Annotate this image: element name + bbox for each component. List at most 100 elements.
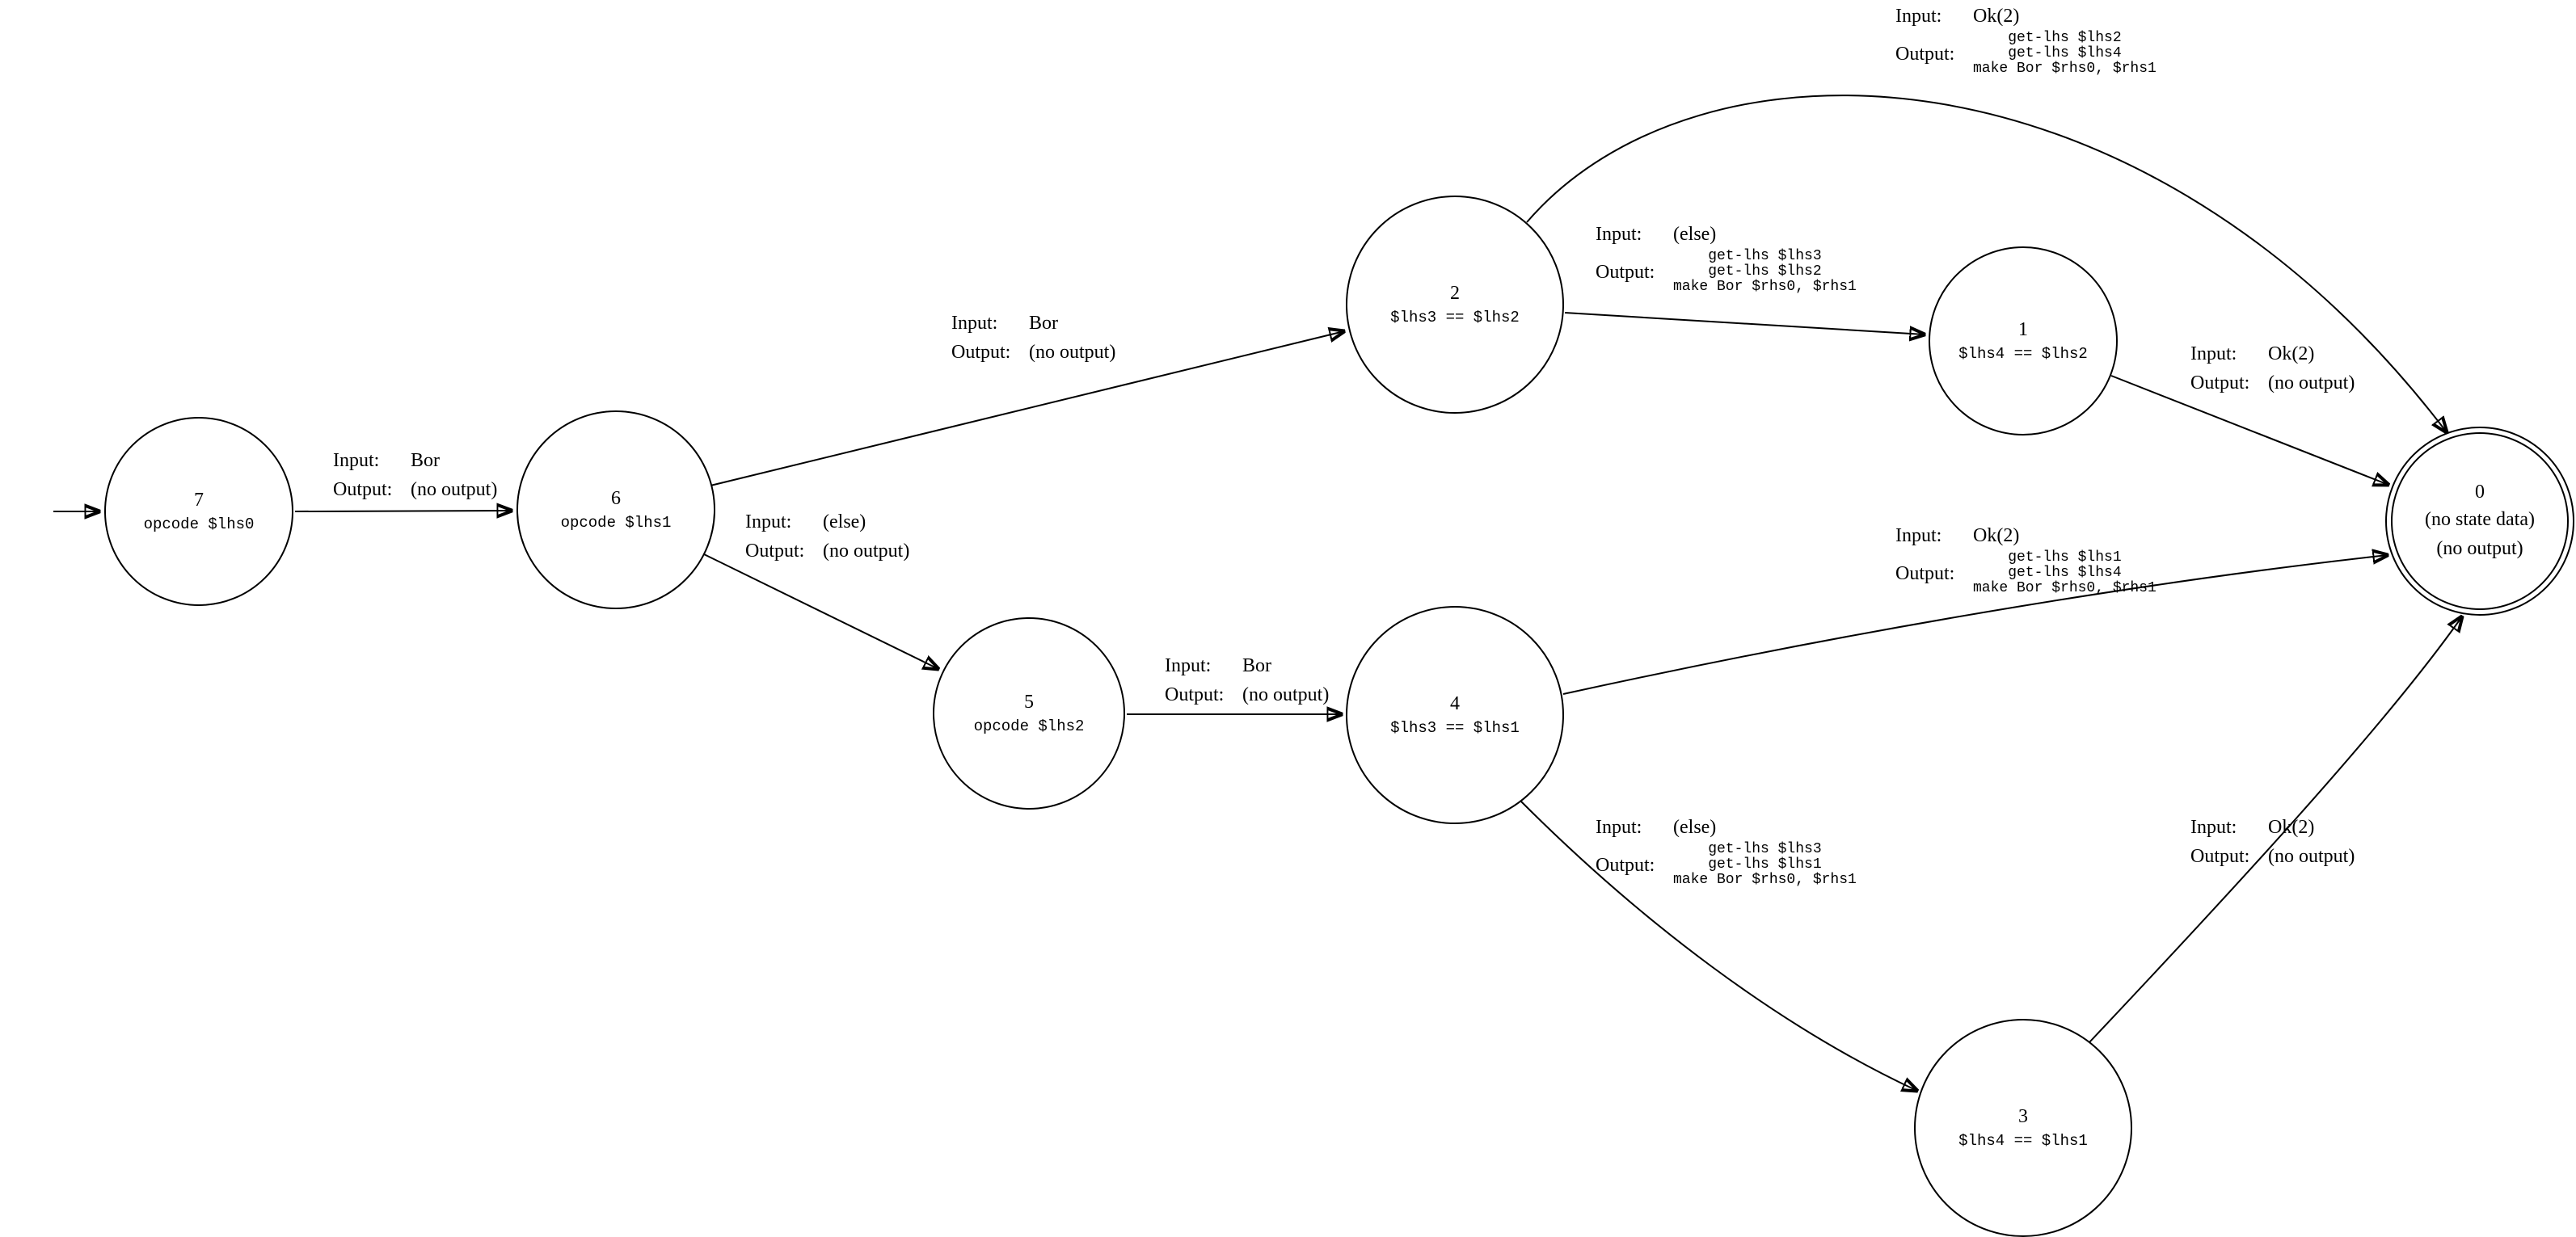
node-label: $lhs3 == $lhs2 bbox=[1390, 309, 1520, 326]
output-actions: get-lhs $lhs1 get-lhs $lhs4 make Bor $rh… bbox=[1973, 550, 2157, 596]
input-row: Input: Bor bbox=[951, 309, 1115, 338]
output-line: make Bor $rhs0, $rhs1 bbox=[1673, 279, 1857, 295]
input-key: Input: bbox=[1165, 655, 1212, 676]
output-row: Output: (no output) bbox=[2190, 842, 2355, 871]
output-value: (no output) bbox=[1029, 342, 1116, 363]
edge-label-1-0: Input: Ok(2) Output: (no output) bbox=[2190, 339, 2355, 398]
input-key: Input: bbox=[1596, 817, 1642, 838]
output-line: get-lhs $lhs1 bbox=[1708, 856, 1822, 873]
input-key: Input: bbox=[2190, 343, 2237, 364]
input-row: Input: Bor bbox=[333, 446, 497, 475]
node-id: 1 bbox=[2018, 319, 2028, 340]
input-key: Input: bbox=[2190, 817, 2237, 838]
state-node-2: 2 $lhs3 == $lhs2 bbox=[1346, 196, 1564, 414]
edge-label-6-5: Input: (else) Output: (no output) bbox=[745, 507, 909, 566]
input-key: Input: bbox=[1895, 525, 1942, 546]
output-row: Output: (no output) bbox=[2190, 368, 2355, 398]
transition-1-0 bbox=[2110, 375, 2388, 485]
input-value: Ok(2) bbox=[1973, 525, 2020, 546]
output-value: (no output) bbox=[1242, 684, 1330, 705]
output-value: (no output) bbox=[411, 479, 498, 500]
output-row: Output: (no output) bbox=[745, 536, 909, 566]
node-label: $lhs4 == $lhs1 bbox=[1958, 1132, 2088, 1150]
input-value: Ok(2) bbox=[2268, 817, 2315, 838]
edge-label-7-6: Input: Bor Output: (no output) bbox=[333, 446, 497, 504]
input-value: Ok(2) bbox=[2268, 343, 2315, 364]
output-key: Output: bbox=[2190, 846, 2250, 867]
transition-4-0 bbox=[1562, 555, 2388, 695]
node-id: 0 bbox=[2475, 482, 2485, 503]
output-key: Output: bbox=[745, 541, 805, 562]
output-row: Output: (no output) bbox=[1165, 680, 1329, 709]
input-value: Bor bbox=[1029, 313, 1058, 334]
output-line: get-lhs $lhs1 bbox=[2008, 549, 2122, 566]
output-line: get-lhs $lhs3 bbox=[1708, 841, 1822, 857]
output-key: Output: bbox=[1895, 43, 1955, 65]
input-row: Input: (else) bbox=[745, 507, 909, 536]
output-row: Output: get-lhs $lhs3 get-lhs $lhs1 make… bbox=[1596, 842, 1857, 888]
edge-label-2-1: Input: (else) Output: get-lhs $lhs3 get-… bbox=[1596, 220, 1857, 295]
output-value: (no output) bbox=[823, 541, 910, 562]
node-state-data-label: (no state data) bbox=[2425, 509, 2535, 530]
node-output-label: (no output) bbox=[2436, 538, 2523, 559]
output-key: Output: bbox=[1596, 261, 1655, 283]
output-line: make Bor $rhs0, $rhs1 bbox=[1673, 872, 1857, 888]
node-label: opcode $lhs2 bbox=[973, 717, 1085, 735]
state-node-5: 5 opcode $lhs2 bbox=[933, 617, 1125, 810]
transition-3-0 bbox=[2089, 616, 2462, 1043]
output-line: get-lhs $lhs2 bbox=[2008, 30, 2122, 46]
input-row: Input: (else) bbox=[1596, 220, 1857, 249]
input-key: Input: bbox=[745, 511, 792, 532]
state-node-6: 6 opcode $lhs1 bbox=[516, 410, 715, 609]
state-node-0-accepting: 0 (no state data) (no output) bbox=[2385, 427, 2574, 616]
input-row: Input: (else) bbox=[1596, 813, 1857, 842]
input-key: Input: bbox=[951, 313, 998, 334]
output-key: Output: bbox=[1895, 562, 1955, 584]
transition-2-0 bbox=[1526, 95, 2447, 432]
state-node-7: 7 opcode $lhs0 bbox=[104, 417, 293, 606]
input-key: Input: bbox=[1596, 224, 1642, 245]
input-row: Input: Ok(2) bbox=[1895, 2, 2157, 31]
node-label: opcode $lhs0 bbox=[143, 515, 255, 533]
input-value: Bor bbox=[411, 450, 440, 471]
input-key: Input: bbox=[1895, 6, 1942, 27]
output-line: get-lhs $lhs3 bbox=[1708, 248, 1822, 264]
edge-label-3-0: Input: Ok(2) Output: (no output) bbox=[2190, 813, 2355, 871]
input-row: Input: Ok(2) bbox=[2190, 339, 2355, 368]
output-key: Output: bbox=[951, 342, 1011, 363]
output-key: Output: bbox=[1596, 854, 1655, 876]
edge-label-4-0: Input: Ok(2) Output: get-lhs $lhs1 get-l… bbox=[1895, 521, 2157, 596]
node-id: 7 bbox=[194, 490, 204, 511]
input-value: Ok(2) bbox=[1973, 6, 2020, 27]
state-node-1: 1 $lhs4 == $lhs2 bbox=[1929, 246, 2118, 435]
output-line: make Bor $rhs0, $rhs1 bbox=[1973, 580, 2157, 596]
edge-label-6-2: Input: Bor Output: (no output) bbox=[951, 309, 1115, 367]
output-row: Output: get-lhs $lhs2 get-lhs $lhs4 make… bbox=[1895, 31, 2157, 77]
output-key: Output: bbox=[1165, 684, 1225, 705]
node-label: $lhs4 == $lhs2 bbox=[1958, 345, 2088, 363]
node-id: 2 bbox=[1450, 283, 1460, 304]
output-actions: get-lhs $lhs2 get-lhs $lhs4 make Bor $rh… bbox=[1973, 31, 2157, 77]
input-value: (else) bbox=[823, 511, 866, 532]
output-actions: get-lhs $lhs3 get-lhs $lhs1 make Bor $rh… bbox=[1673, 842, 1857, 888]
input-row: Input: Ok(2) bbox=[1895, 521, 2157, 550]
node-id: 5 bbox=[1024, 692, 1034, 713]
state-node-4: 4 $lhs3 == $lhs1 bbox=[1346, 606, 1564, 824]
output-value: (no output) bbox=[2268, 372, 2355, 393]
output-row: Output: (no output) bbox=[951, 338, 1115, 367]
edge-label-4-3: Input: (else) Output: get-lhs $lhs3 get-… bbox=[1596, 813, 1857, 888]
transition-6-5 bbox=[703, 553, 938, 669]
transition-2-1 bbox=[1564, 312, 1925, 334]
output-line: get-lhs $lhs2 bbox=[1708, 263, 1822, 280]
input-row: Input: Ok(2) bbox=[2190, 813, 2355, 842]
node-label: $lhs3 == $lhs1 bbox=[1390, 719, 1520, 737]
output-value: (no output) bbox=[2268, 846, 2355, 867]
node-id: 3 bbox=[2018, 1106, 2028, 1127]
output-row: Output: get-lhs $lhs1 get-lhs $lhs4 make… bbox=[1895, 550, 2157, 596]
output-actions: get-lhs $lhs3 get-lhs $lhs2 make Bor $rh… bbox=[1673, 249, 1857, 295]
output-line: get-lhs $lhs4 bbox=[2008, 45, 2122, 61]
node-label: opcode $lhs1 bbox=[560, 514, 672, 532]
input-row: Input: Bor bbox=[1165, 651, 1329, 680]
